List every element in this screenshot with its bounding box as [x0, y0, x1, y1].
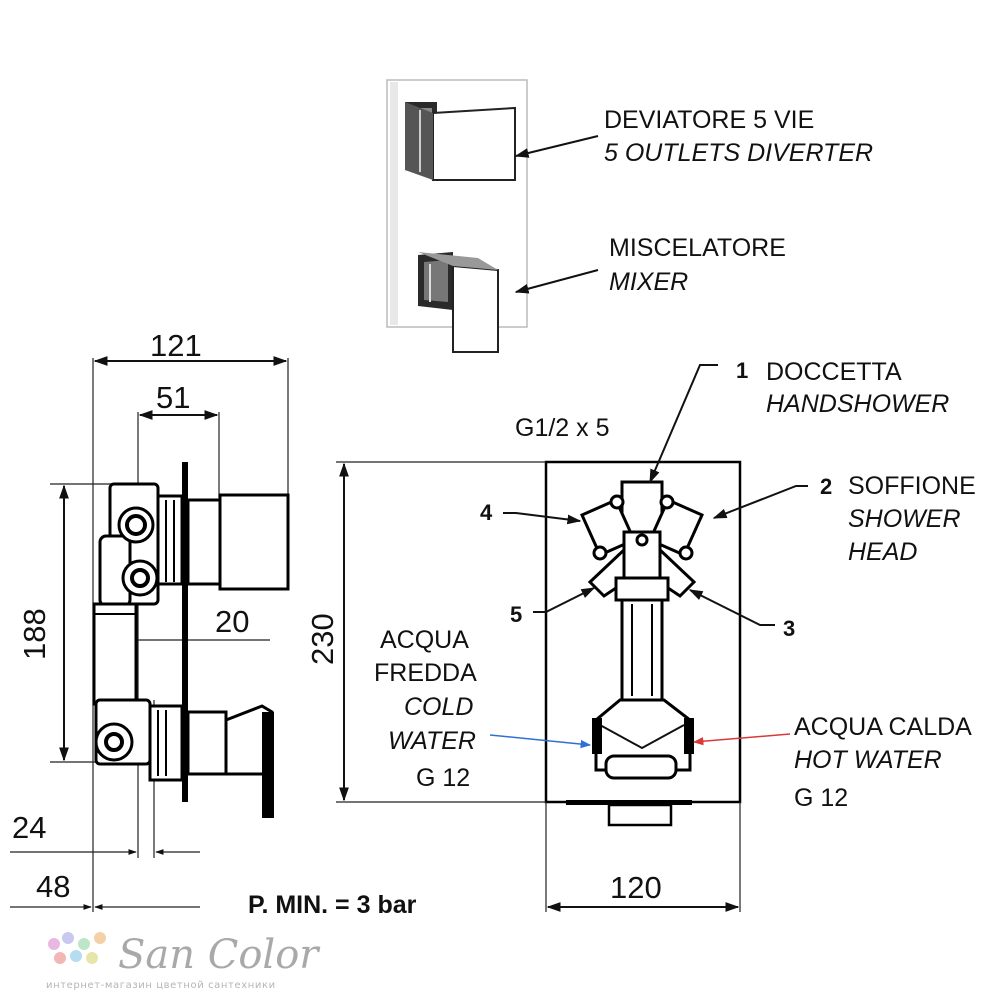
mixer-label-en: MIXER	[609, 268, 688, 296]
outlet5-num: 5	[510, 602, 522, 627]
mixer-label-it: MISCELATORE	[609, 234, 786, 262]
cold-label-en-2: WATER	[388, 727, 476, 755]
cold-thread: G 12	[416, 764, 470, 792]
pressure-note: P. MIN. = 3 bar	[248, 891, 417, 919]
hot-label-it: ACQUA CALDA	[794, 713, 972, 741]
hot-label-en: HOT WATER	[794, 746, 942, 774]
diverter-knob	[405, 102, 516, 181]
outlet1-num: 1	[736, 358, 748, 383]
dim-120: 120	[610, 870, 662, 905]
mixer-knob	[418, 252, 499, 353]
cold-label-it-2: FREDDA	[374, 659, 477, 687]
thread-label: G1/2 x 5	[515, 414, 610, 442]
dim-121: 121	[150, 328, 202, 363]
outlet3-num: 3	[783, 616, 795, 641]
side-view	[10, 356, 290, 912]
dim-48: 48	[36, 869, 70, 904]
diverter-label-en: 5 OUTLETS DIVERTER	[604, 139, 873, 167]
outlet4-num: 4	[480, 500, 493, 525]
watermark-tagline: интернет-магазин цветной сантехники	[46, 980, 276, 991]
dim-20: 20	[215, 604, 249, 639]
hot-thread: G 12	[794, 784, 848, 812]
cold-label-it-1: ACQUA	[380, 626, 469, 654]
outlet1-label-it: DOCCETTA	[766, 358, 902, 386]
dim-230: 230	[305, 613, 340, 665]
dim-188: 188	[17, 608, 52, 660]
dim-51: 51	[156, 380, 190, 415]
watermark-brand: San Color	[118, 932, 321, 978]
product-front-view	[386, 79, 599, 353]
outlet2-label-it: SOFFIONE	[848, 472, 976, 500]
cold-label-en-1: COLD	[404, 693, 473, 721]
outlet2-label-en-1: SHOWER	[848, 505, 961, 533]
outlet2-num: 2	[820, 474, 832, 499]
outlet1-label-en: HANDSHOWER	[766, 390, 949, 418]
watermark-logo: San Color интернет-магазин цветной санте…	[46, 932, 321, 991]
dim-24: 24	[12, 810, 46, 845]
diverter-label-it: DEVIATORE 5 VIE	[604, 106, 814, 134]
outlet2-label-en-2: HEAD	[848, 538, 917, 566]
body-front-view	[336, 364, 808, 912]
